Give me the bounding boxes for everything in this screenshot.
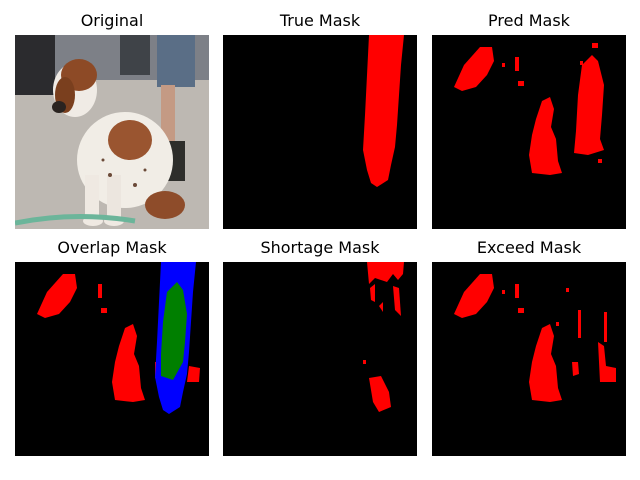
panel-title-true-mask: True Mask: [279, 11, 361, 30]
pred-mask-image: [432, 35, 626, 229]
exceed-mask-image: [432, 262, 626, 456]
exceed-mask-shape: [454, 274, 616, 402]
pred-mask-shape: [454, 43, 604, 175]
true-mask-image: [223, 35, 417, 229]
panel-title-overlap-mask: Overlap Mask: [57, 238, 167, 257]
shortage-mask-image: [223, 262, 417, 456]
panel-title-pred-mask: Pred Mask: [488, 11, 570, 30]
true-mask-shape: [363, 35, 404, 187]
dog-photo-illustration: [15, 35, 209, 229]
panel-title-shortage-mask: Shortage Mask: [260, 238, 380, 257]
overlap-mask-shape: [37, 262, 200, 414]
panel-title-exceed-mask: Exceed Mask: [476, 238, 582, 257]
panel-title-original: Original: [80, 11, 144, 30]
original-image: [15, 35, 209, 229]
shortage-mask-shape: [363, 262, 404, 412]
overlap-mask-image: [15, 262, 209, 456]
